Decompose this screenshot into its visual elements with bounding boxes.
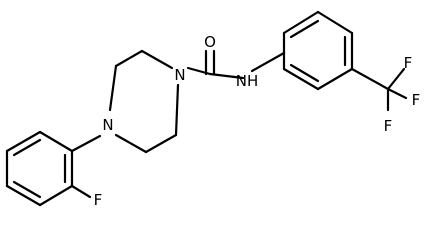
- chemical-structure: O NH N N F F F F: [5, 10, 421, 209]
- bond-cf3-f2: [386, 87, 408, 100]
- bond-ring-b-5: [5, 130, 42, 153]
- bond-carbonyl-nh: [208, 72, 245, 80]
- bond-ring-a-5: [316, 67, 354, 91]
- atom-o: O: [204, 33, 216, 51]
- bond-pip-6: [174, 83, 180, 137]
- bond-ring-b-double-3: [12, 138, 42, 157]
- bond-pip-1: [140, 49, 174, 70]
- bond-ring-b-6: [38, 130, 74, 153]
- bond-n-aryl: [70, 134, 102, 153]
- atom-nh: NH: [236, 72, 259, 90]
- bond-ring-b-double-2: [12, 180, 42, 199]
- bond-carbonyl-n: [186, 66, 212, 76]
- bond-aryl-f: [70, 184, 92, 199]
- bond-ring-a-2: [282, 10, 320, 35]
- atom-n-piperazine-carbonyl: N: [174, 66, 185, 84]
- atom-n-piperazine-aryl: N: [102, 116, 113, 134]
- bond-pip-5: [144, 133, 178, 154]
- bond-ring-b-3: [5, 184, 42, 207]
- bond-pip-3: [108, 64, 118, 112]
- atom-f1: F: [404, 54, 413, 72]
- bond-ring-a-6: [282, 67, 320, 91]
- bond-ring-b-2: [38, 184, 74, 207]
- atom-f2: F: [412, 91, 421, 109]
- bond-ring-a-double-1: [289, 19, 320, 39]
- atom-labels: O NH N N F F F F: [94, 33, 421, 209]
- atom-f3: F: [384, 117, 393, 135]
- bond-nh-aryl: [250, 51, 286, 73]
- bond-ring-a-double-3: [289, 63, 320, 83]
- bond-ring-a-3: [316, 10, 354, 35]
- bonds: [5, 10, 408, 207]
- bond-ring-cf3: [350, 67, 390, 91]
- bond-pip-4: [114, 133, 148, 154]
- bond-cf3-f1: [386, 67, 406, 91]
- atom-f-aryl: F: [94, 191, 103, 209]
- bond-pip-2: [114, 49, 144, 68]
